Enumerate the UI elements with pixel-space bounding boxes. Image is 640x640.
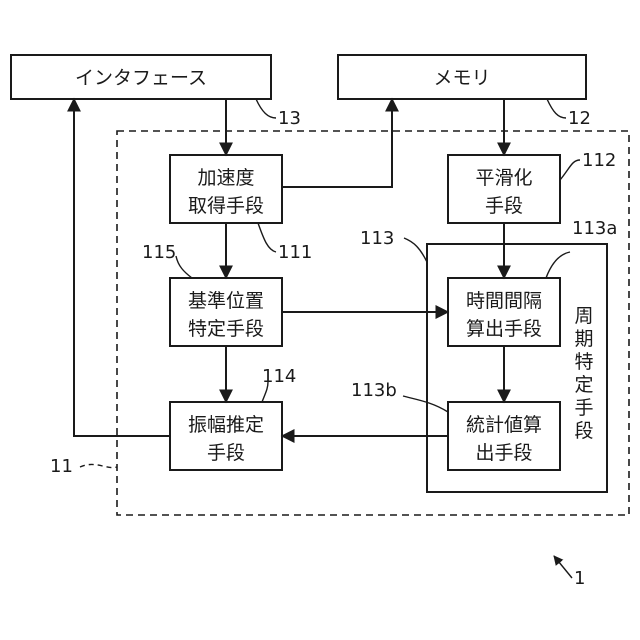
statistic-label-line1: 統計値算 (466, 414, 542, 436)
svg-text:段: 段 (574, 420, 593, 442)
ref-114: 114 (262, 366, 296, 387)
acceleration-acquisition-block: 加速度 取得手段 (170, 155, 282, 223)
amplitude-estimation-block: 振幅推定 手段 (170, 402, 282, 470)
leader-13 (256, 99, 276, 118)
time-interval-label-line1: 時間間隔 (466, 290, 542, 312)
amplitude-label-line2: 手段 (207, 442, 245, 464)
ref-111: 111 (278, 242, 312, 263)
statistic-label-line2: 出手段 (475, 442, 532, 464)
memory-block: メモリ (338, 55, 586, 99)
svg-text:特: 特 (574, 351, 593, 373)
ref-11: 11 (50, 456, 73, 477)
smoothing-block: 平滑化 手段 (448, 155, 560, 223)
smoothing-label-line2: 手段 (485, 195, 523, 217)
leader-115 (176, 256, 192, 278)
statistic-block: 統計値算 出手段 (448, 402, 560, 470)
leader-11 (80, 464, 117, 467)
base-position-label-line2: 特定手段 (188, 318, 264, 340)
interface-block: インタフェース (11, 55, 271, 99)
period-group-label: 周 期 特 定 手 段 (574, 305, 593, 442)
ref-12: 12 (568, 108, 591, 129)
interface-label: インタフェース (75, 67, 207, 89)
arrow-amplitude-to-interface (74, 99, 170, 436)
ref-113: 113 (360, 228, 394, 249)
base-position-label-line1: 基準位置 (188, 290, 264, 312)
ref-1: 1 (574, 568, 585, 589)
leader-113 (404, 238, 427, 262)
svg-text:周: 周 (574, 305, 593, 327)
ref-112: 112 (582, 150, 616, 171)
ref-115: 115 (142, 242, 176, 263)
leader-112 (560, 160, 580, 180)
ref-113b: 113b (351, 380, 397, 401)
leader-111 (258, 223, 276, 252)
ref-1-arrow (554, 556, 572, 578)
accel-label-line1: 加速度 (197, 167, 254, 189)
ref-113a: 113a (572, 218, 617, 239)
amplitude-label-line1: 振幅推定 (188, 414, 264, 436)
svg-text:手: 手 (574, 397, 593, 419)
leader-12 (547, 99, 566, 118)
svg-text:定: 定 (574, 374, 593, 396)
svg-text:期: 期 (574, 328, 593, 350)
time-interval-label-line2: 算出手段 (466, 318, 542, 340)
time-interval-block: 時間間隔 算出手段 (448, 278, 560, 346)
accel-label-line2: 取得手段 (188, 195, 264, 217)
ref-13: 13 (278, 108, 301, 129)
base-position-block: 基準位置 特定手段 (170, 278, 282, 346)
memory-label: メモリ (433, 67, 490, 89)
smoothing-label-line1: 平滑化 (475, 167, 532, 189)
